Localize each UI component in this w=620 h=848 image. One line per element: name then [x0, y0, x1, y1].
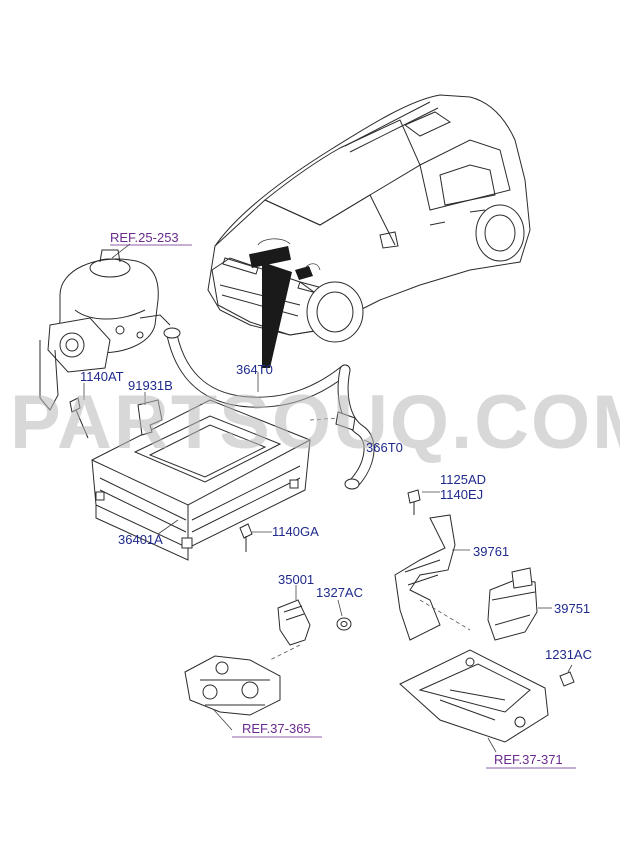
reservoir-assembly	[39, 249, 171, 411]
label-1125AD[interactable]: 1125AD	[440, 472, 486, 487]
mount-ref-37-365	[184, 655, 281, 731]
label-1231AC[interactable]: 1231AC	[545, 647, 592, 662]
tray-ref-37-371	[399, 649, 549, 753]
clip-35001	[269, 585, 311, 661]
hose-assembly	[163, 327, 375, 490]
label-1327AC[interactable]: 1327AC	[316, 585, 363, 600]
label-1140EJ[interactable]: 1140EJ	[440, 487, 483, 502]
label-1140GA[interactable]: 1140GA	[272, 524, 319, 539]
leader-ref-25-253	[111, 243, 131, 259]
label-91931B[interactable]: 91931B	[128, 378, 173, 393]
ref-link-25-253[interactable]: REF.25-253	[110, 230, 179, 245]
label-39751[interactable]: 39751	[554, 601, 590, 616]
watermark: PARTSOUQ.COM	[10, 380, 620, 465]
leader-366T0	[363, 439, 379, 447]
ref-link-37-365[interactable]: REF.37-365	[242, 721, 311, 736]
module-39751	[487, 567, 552, 641]
ecu-housing	[91, 399, 311, 561]
label-36401A[interactable]: 36401A	[118, 532, 163, 547]
washer-1327AC	[336, 599, 352, 631]
label-366T0[interactable]: 366T0	[366, 440, 403, 455]
bracket-91931B	[137, 392, 163, 436]
bolt-1125AD	[407, 489, 440, 515]
label-39761[interactable]: 39761	[473, 544, 509, 559]
bracket-39761	[394, 514, 471, 641]
ref-link-37-371[interactable]: REF.37-371	[494, 752, 563, 767]
vehicle-illustration	[207, 94, 531, 368]
leader-36401A	[157, 519, 179, 535]
label-35001[interactable]: 35001	[278, 572, 314, 587]
label-1140AT[interactable]: 1140AT	[80, 369, 124, 384]
bolt-1140AT	[69, 383, 89, 439]
label-364T0[interactable]: 364T0	[236, 362, 273, 377]
bolt-1140GA	[239, 523, 272, 552]
bolt-1231AC	[559, 664, 575, 687]
